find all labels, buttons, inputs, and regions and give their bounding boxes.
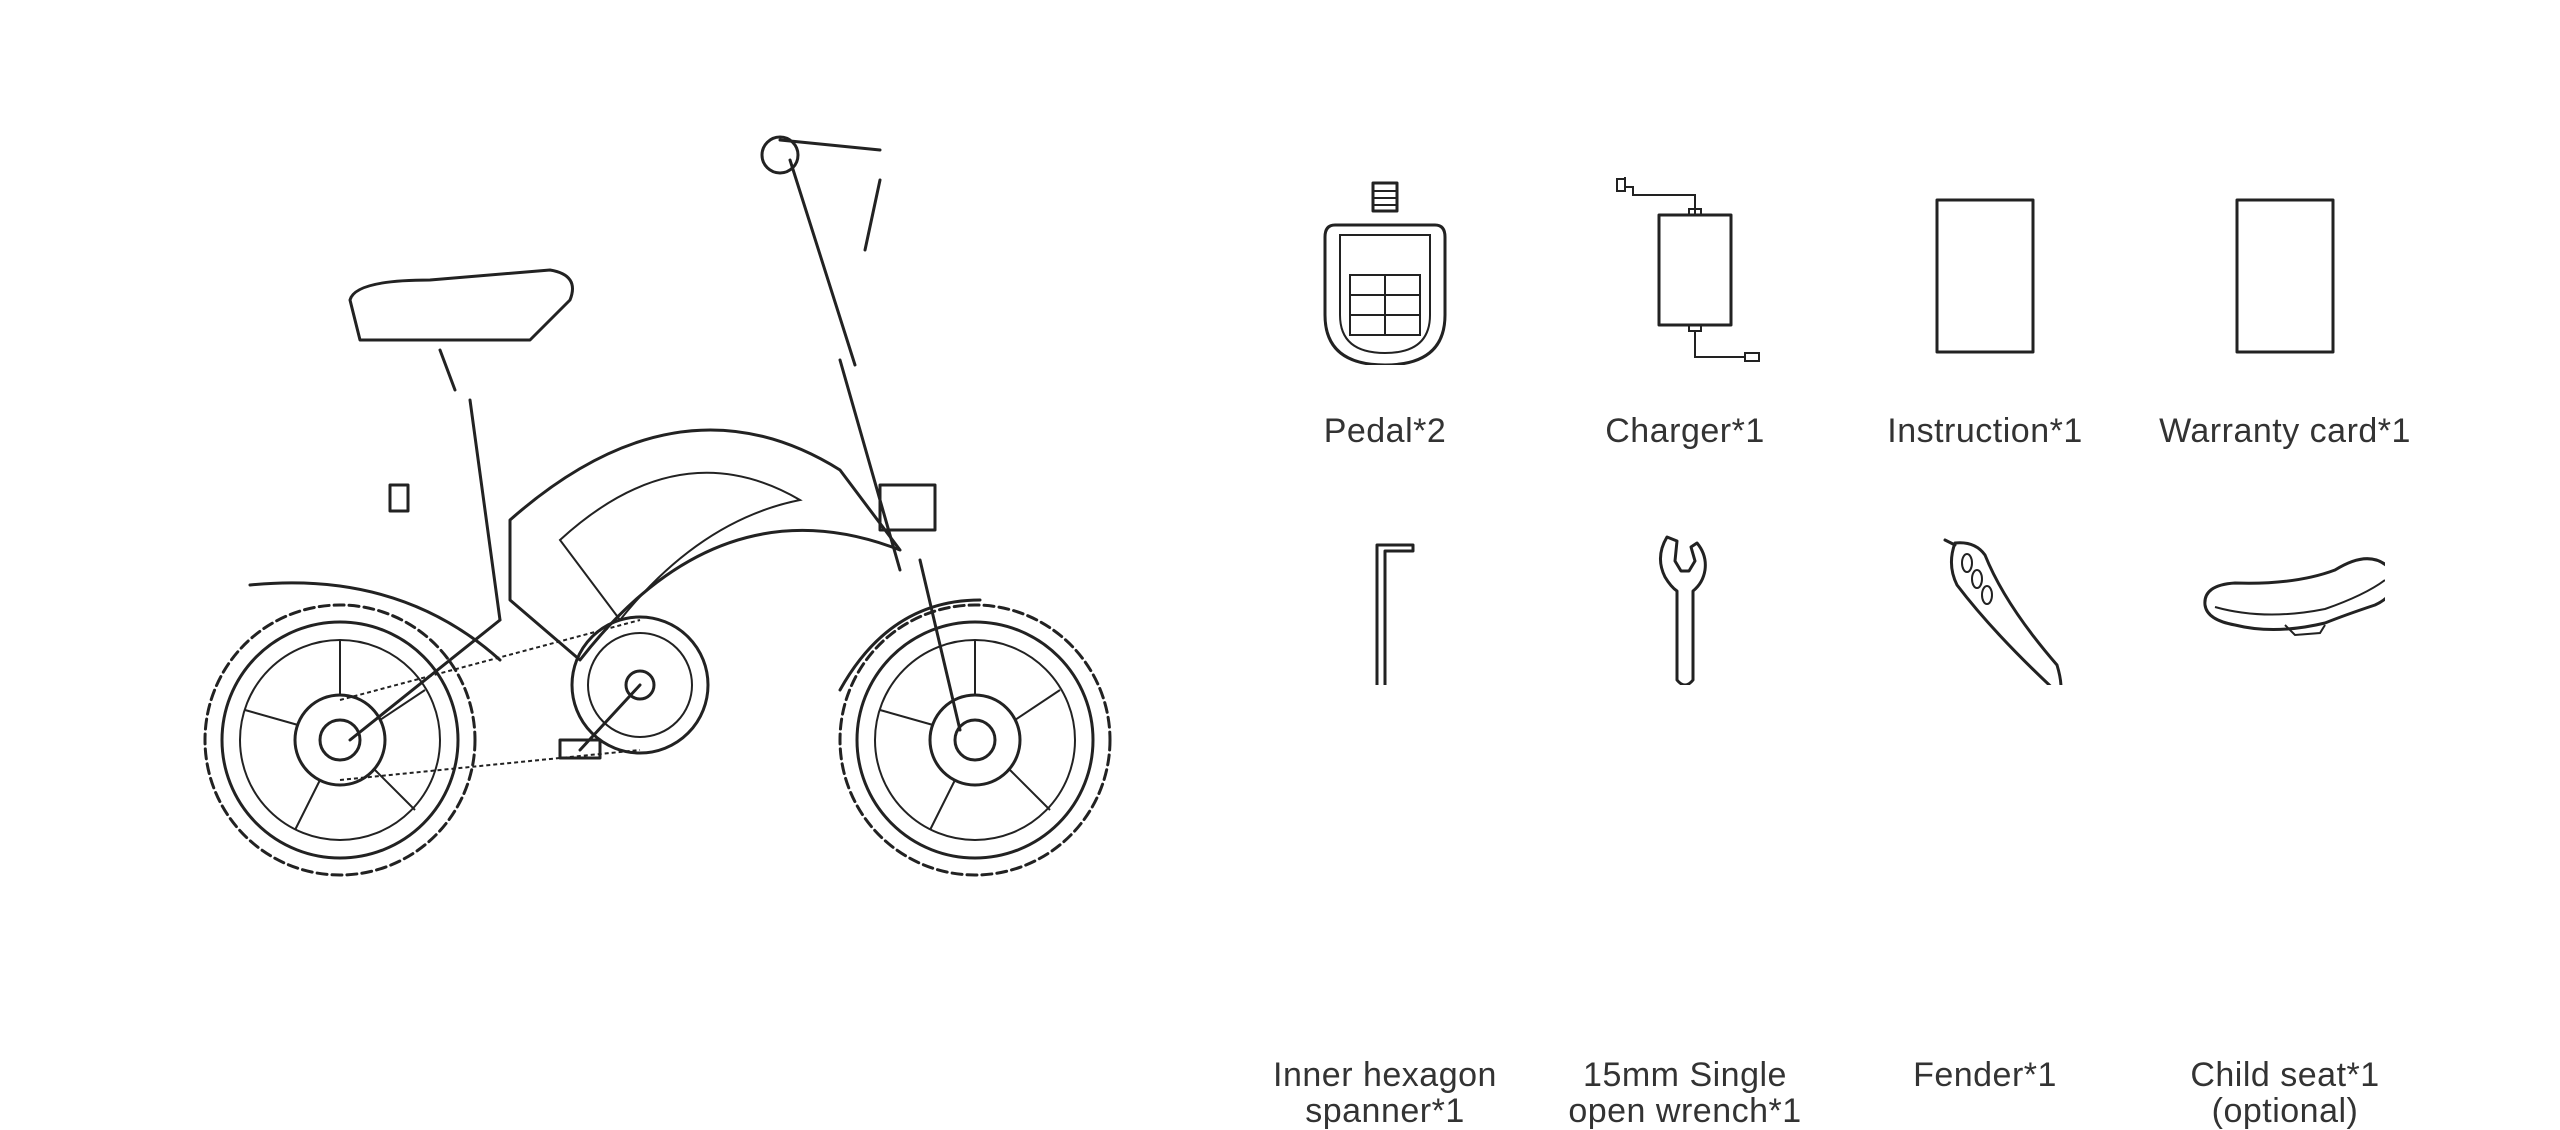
- booklet-icon: [1885, 165, 2085, 365]
- accessory-charger: Charger*1: [1535, 165, 1835, 485]
- accessory-child-seat: Child seat*1 (optional): [2135, 485, 2435, 1129]
- accessory-label: 15mm Single open wrench*1: [1568, 1056, 1802, 1130]
- accessory-label: Pedal*2: [1323, 412, 1447, 450]
- accessory-instruction: Instruction*1: [1835, 165, 2135, 485]
- accessory-label: Warranty card*1: [2159, 412, 2411, 450]
- fender-icon: [1885, 485, 2085, 697]
- accessory-fender: Fender*1: [1835, 485, 2135, 1093]
- accessory-hex-key: Inner hexagon spanner*1: [1235, 485, 1535, 1129]
- accessories-grid: Pedal*2 Charger*1 Instruction*1: [1235, 165, 2495, 1129]
- accessory-label: Child seat*1 (optional): [2190, 1056, 2380, 1130]
- card-icon: [2185, 165, 2385, 365]
- folding-electric-bike-illustration: [200, 100, 1160, 900]
- charger-icon: [1585, 165, 1785, 365]
- accessory-label: Fender*1: [1913, 1056, 2057, 1094]
- folding-electric-bike-icon: [203, 135, 1112, 877]
- accessory-wrench: 15mm Single open wrench*1: [1535, 485, 1835, 1129]
- accessory-pedal: Pedal*2: [1235, 165, 1535, 485]
- rear-wheel: [203, 603, 477, 877]
- accessory-warranty-card: Warranty card*1: [2135, 165, 2435, 485]
- child-seat-icon: [2185, 485, 2397, 685]
- wrench-icon: [1585, 485, 1785, 687]
- front-wheel: [838, 603, 1112, 877]
- accessory-label: Instruction*1: [1887, 412, 2083, 450]
- accessory-label: Charger*1: [1605, 412, 1765, 450]
- accessory-label: Inner hexagon spanner*1: [1273, 1056, 1497, 1130]
- hex-key-icon: [1285, 485, 1485, 692]
- pedal-icon: [1285, 165, 1485, 367]
